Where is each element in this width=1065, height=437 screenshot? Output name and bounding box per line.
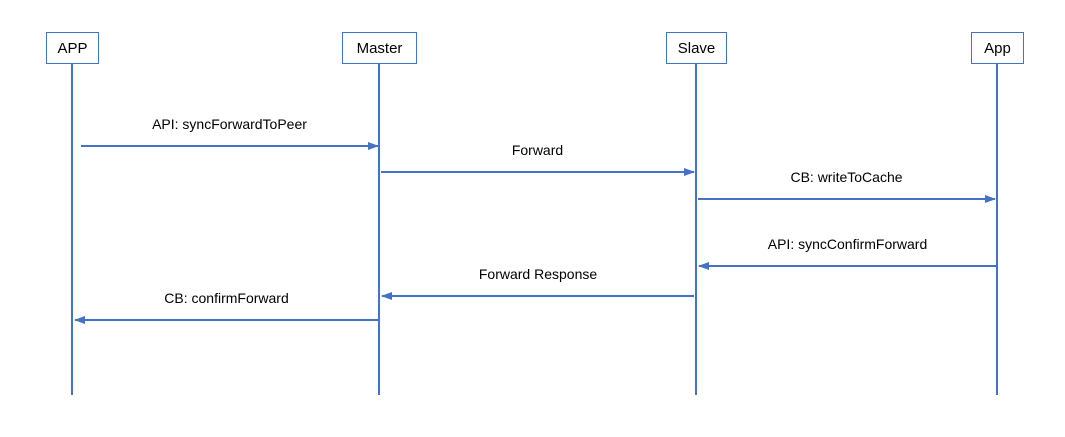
message-label: API: syncConfirmForward bbox=[767, 236, 928, 252]
message-line bbox=[381, 171, 694, 173]
arrowhead-icon bbox=[74, 315, 85, 324]
lifeline-slave-2 bbox=[695, 64, 697, 395]
message-line bbox=[75, 319, 378, 321]
message-line bbox=[382, 295, 694, 297]
message-line bbox=[81, 145, 378, 147]
actor-box-slave-2: Slave bbox=[666, 32, 727, 64]
actor-box-master-1: Master bbox=[342, 32, 417, 64]
actor-label: App bbox=[984, 39, 1011, 57]
message-label: CB: confirmForward bbox=[164, 290, 289, 306]
actor-box-app-3: App bbox=[971, 32, 1024, 64]
message-line bbox=[698, 198, 995, 200]
arrowhead-icon bbox=[381, 291, 392, 300]
arrowhead-icon bbox=[684, 167, 695, 176]
message-label: API: syncForwardToPeer bbox=[152, 116, 307, 132]
actor-label: Master bbox=[356, 39, 403, 57]
message-label: CB: writeToCache bbox=[790, 169, 903, 185]
arrowhead-icon bbox=[985, 194, 996, 203]
lifeline-app-3 bbox=[996, 64, 998, 395]
actor-label: Slave bbox=[677, 39, 716, 57]
arrowhead-icon bbox=[368, 141, 379, 150]
lifeline-master-1 bbox=[378, 64, 380, 395]
actor-box-app-0: APP bbox=[46, 32, 99, 64]
message-line bbox=[699, 265, 996, 267]
lifeline-app-0 bbox=[71, 64, 73, 395]
arrowhead-icon bbox=[698, 261, 709, 270]
message-label: Forward Response bbox=[478, 266, 598, 282]
message-label: Forward bbox=[511, 142, 564, 158]
actor-label: APP bbox=[57, 39, 88, 57]
